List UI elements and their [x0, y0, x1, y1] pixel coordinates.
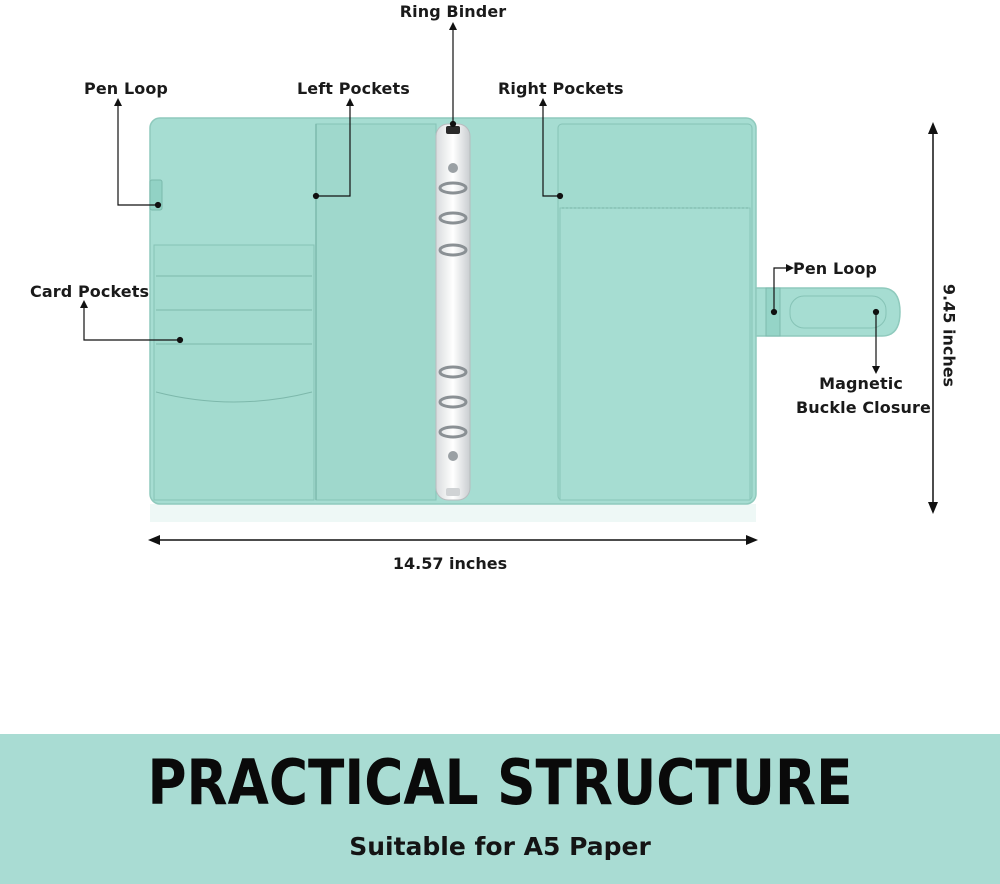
leader-pen-loop-left — [117, 104, 158, 206]
rings — [438, 181, 468, 439]
leader-pen-loop-right — [773, 267, 788, 312]
label-pen-loop-left: Pen Loop — [84, 79, 168, 98]
callout-lines — [83, 28, 880, 368]
leader-right-pockets — [542, 104, 560, 197]
binder-reflection — [150, 504, 756, 522]
callout-arrowheads — [80, 22, 880, 374]
label-card-pockets: Card Pockets — [30, 282, 150, 301]
label-left-pockets: Left Pockets — [297, 79, 410, 98]
banner-title: PRACTICAL STRUCTURE — [147, 746, 853, 819]
leader-card-pockets — [83, 306, 180, 341]
width-dimension — [148, 535, 758, 545]
banner-subtitle: Suitable for A5 Paper — [349, 832, 651, 861]
height-dimension — [928, 122, 938, 514]
label-ring-binder: Ring Binder — [399, 2, 507, 21]
card-pockets — [153, 244, 315, 501]
label-right-pockets: Right Pockets — [498, 79, 624, 98]
left-pocket-panel — [315, 123, 437, 501]
height-label: 9.45 inches — [939, 283, 959, 388]
width-label: 14.57 inches — [392, 554, 508, 573]
title-banner — [0, 734, 1000, 884]
label-magnetic: Magnetic — [819, 374, 903, 393]
leader-left-pockets — [316, 104, 351, 197]
label-buckle-closure: Buckle Closure — [796, 398, 931, 417]
label-pen-loop-right: Pen Loop — [793, 259, 877, 278]
binder-body — [149, 117, 901, 505]
ring-spine — [435, 123, 471, 501]
